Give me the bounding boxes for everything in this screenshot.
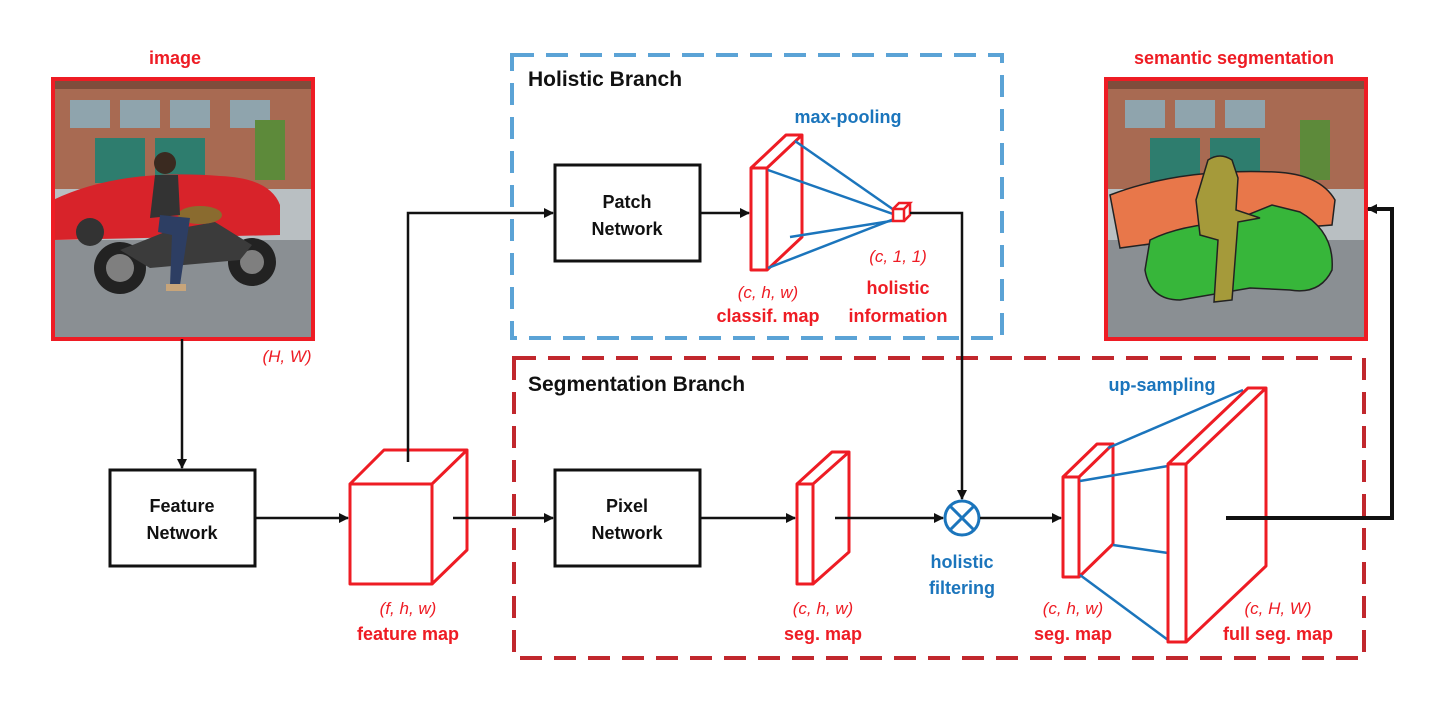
- feature-map-cube: [348, 448, 469, 586]
- pixel-network-label-1: Pixel: [606, 496, 648, 516]
- segmented-photo-icon: [1106, 79, 1366, 339]
- seg-map-1-dims: (c, h, w): [793, 599, 853, 618]
- segmentation-frame: [1104, 77, 1368, 341]
- image-title: image: [149, 48, 201, 68]
- arrow-full-seg-map-to-output: [1226, 204, 1394, 520]
- seg-map-1-name: seg. map: [784, 624, 862, 644]
- pixel-network-box: Pixel Network: [553, 468, 702, 568]
- seg-map-2-name: seg. map: [1034, 624, 1112, 644]
- holistic-filtering-label-2: filtering: [929, 578, 995, 598]
- feature-network-box: Feature Network: [108, 468, 257, 568]
- seg-map-2-slab: [1061, 442, 1115, 579]
- arrow-holistic-info-to-filtering: [910, 211, 967, 500]
- max-pooling-lines: [767, 139, 898, 270]
- classif-map-name: classif. map: [716, 306, 819, 326]
- full-seg-map-dims: (c, H, W): [1244, 599, 1311, 618]
- holistic-info-dims: (c, 1, 1): [869, 247, 927, 266]
- patch-network-label-2: Network: [591, 219, 663, 239]
- circled-times-icon: [943, 499, 981, 537]
- classif-map-slab: [749, 133, 804, 272]
- feature-map-dims: (f, h, w): [380, 599, 437, 618]
- holistic-info-name-1: holistic: [866, 278, 929, 298]
- feature-network-label-2: Network: [146, 523, 218, 543]
- holistic-branch-box: [510, 53, 1004, 340]
- holistic-branch-title: Holistic Branch: [528, 68, 682, 91]
- segmentation-branch-box: [512, 356, 1366, 660]
- classif-map-dims: (c, h, w): [738, 283, 798, 302]
- seg-map-2-dims: (c, h, w): [1043, 599, 1103, 618]
- full-seg-map-slab: [1166, 386, 1268, 644]
- up-sampling-lines: [1079, 388, 1244, 642]
- holistic-filtering-label-1: holistic: [930, 552, 993, 572]
- up-sampling-label: up-sampling: [1109, 375, 1216, 395]
- full-seg-map-name: full seg. map: [1223, 624, 1333, 644]
- arrow-feature-map-to-patch-network: [406, 208, 554, 462]
- flow-arrows: [177, 208, 1062, 523]
- seg-map-1-slab: [795, 450, 851, 586]
- semantic-segmentation-title: semantic segmentation: [1134, 48, 1334, 68]
- holistic-info-cube: [891, 201, 914, 223]
- feature-map-name: feature map: [357, 624, 459, 644]
- street-photo-motorcycle-rider-icon: [53, 79, 313, 339]
- max-pooling-label: max-pooling: [795, 107, 902, 127]
- image-dims: (H, W): [262, 347, 311, 366]
- patch-network-label-1: Patch: [602, 192, 651, 212]
- patch-network-box: Patch Network: [553, 163, 702, 263]
- pixel-network-label-2: Network: [591, 523, 663, 543]
- segmentation-branch-title: Segmentation Branch: [528, 373, 745, 396]
- holistic-info-name-2: information: [849, 306, 948, 326]
- feature-network-label-1: Feature: [149, 496, 214, 516]
